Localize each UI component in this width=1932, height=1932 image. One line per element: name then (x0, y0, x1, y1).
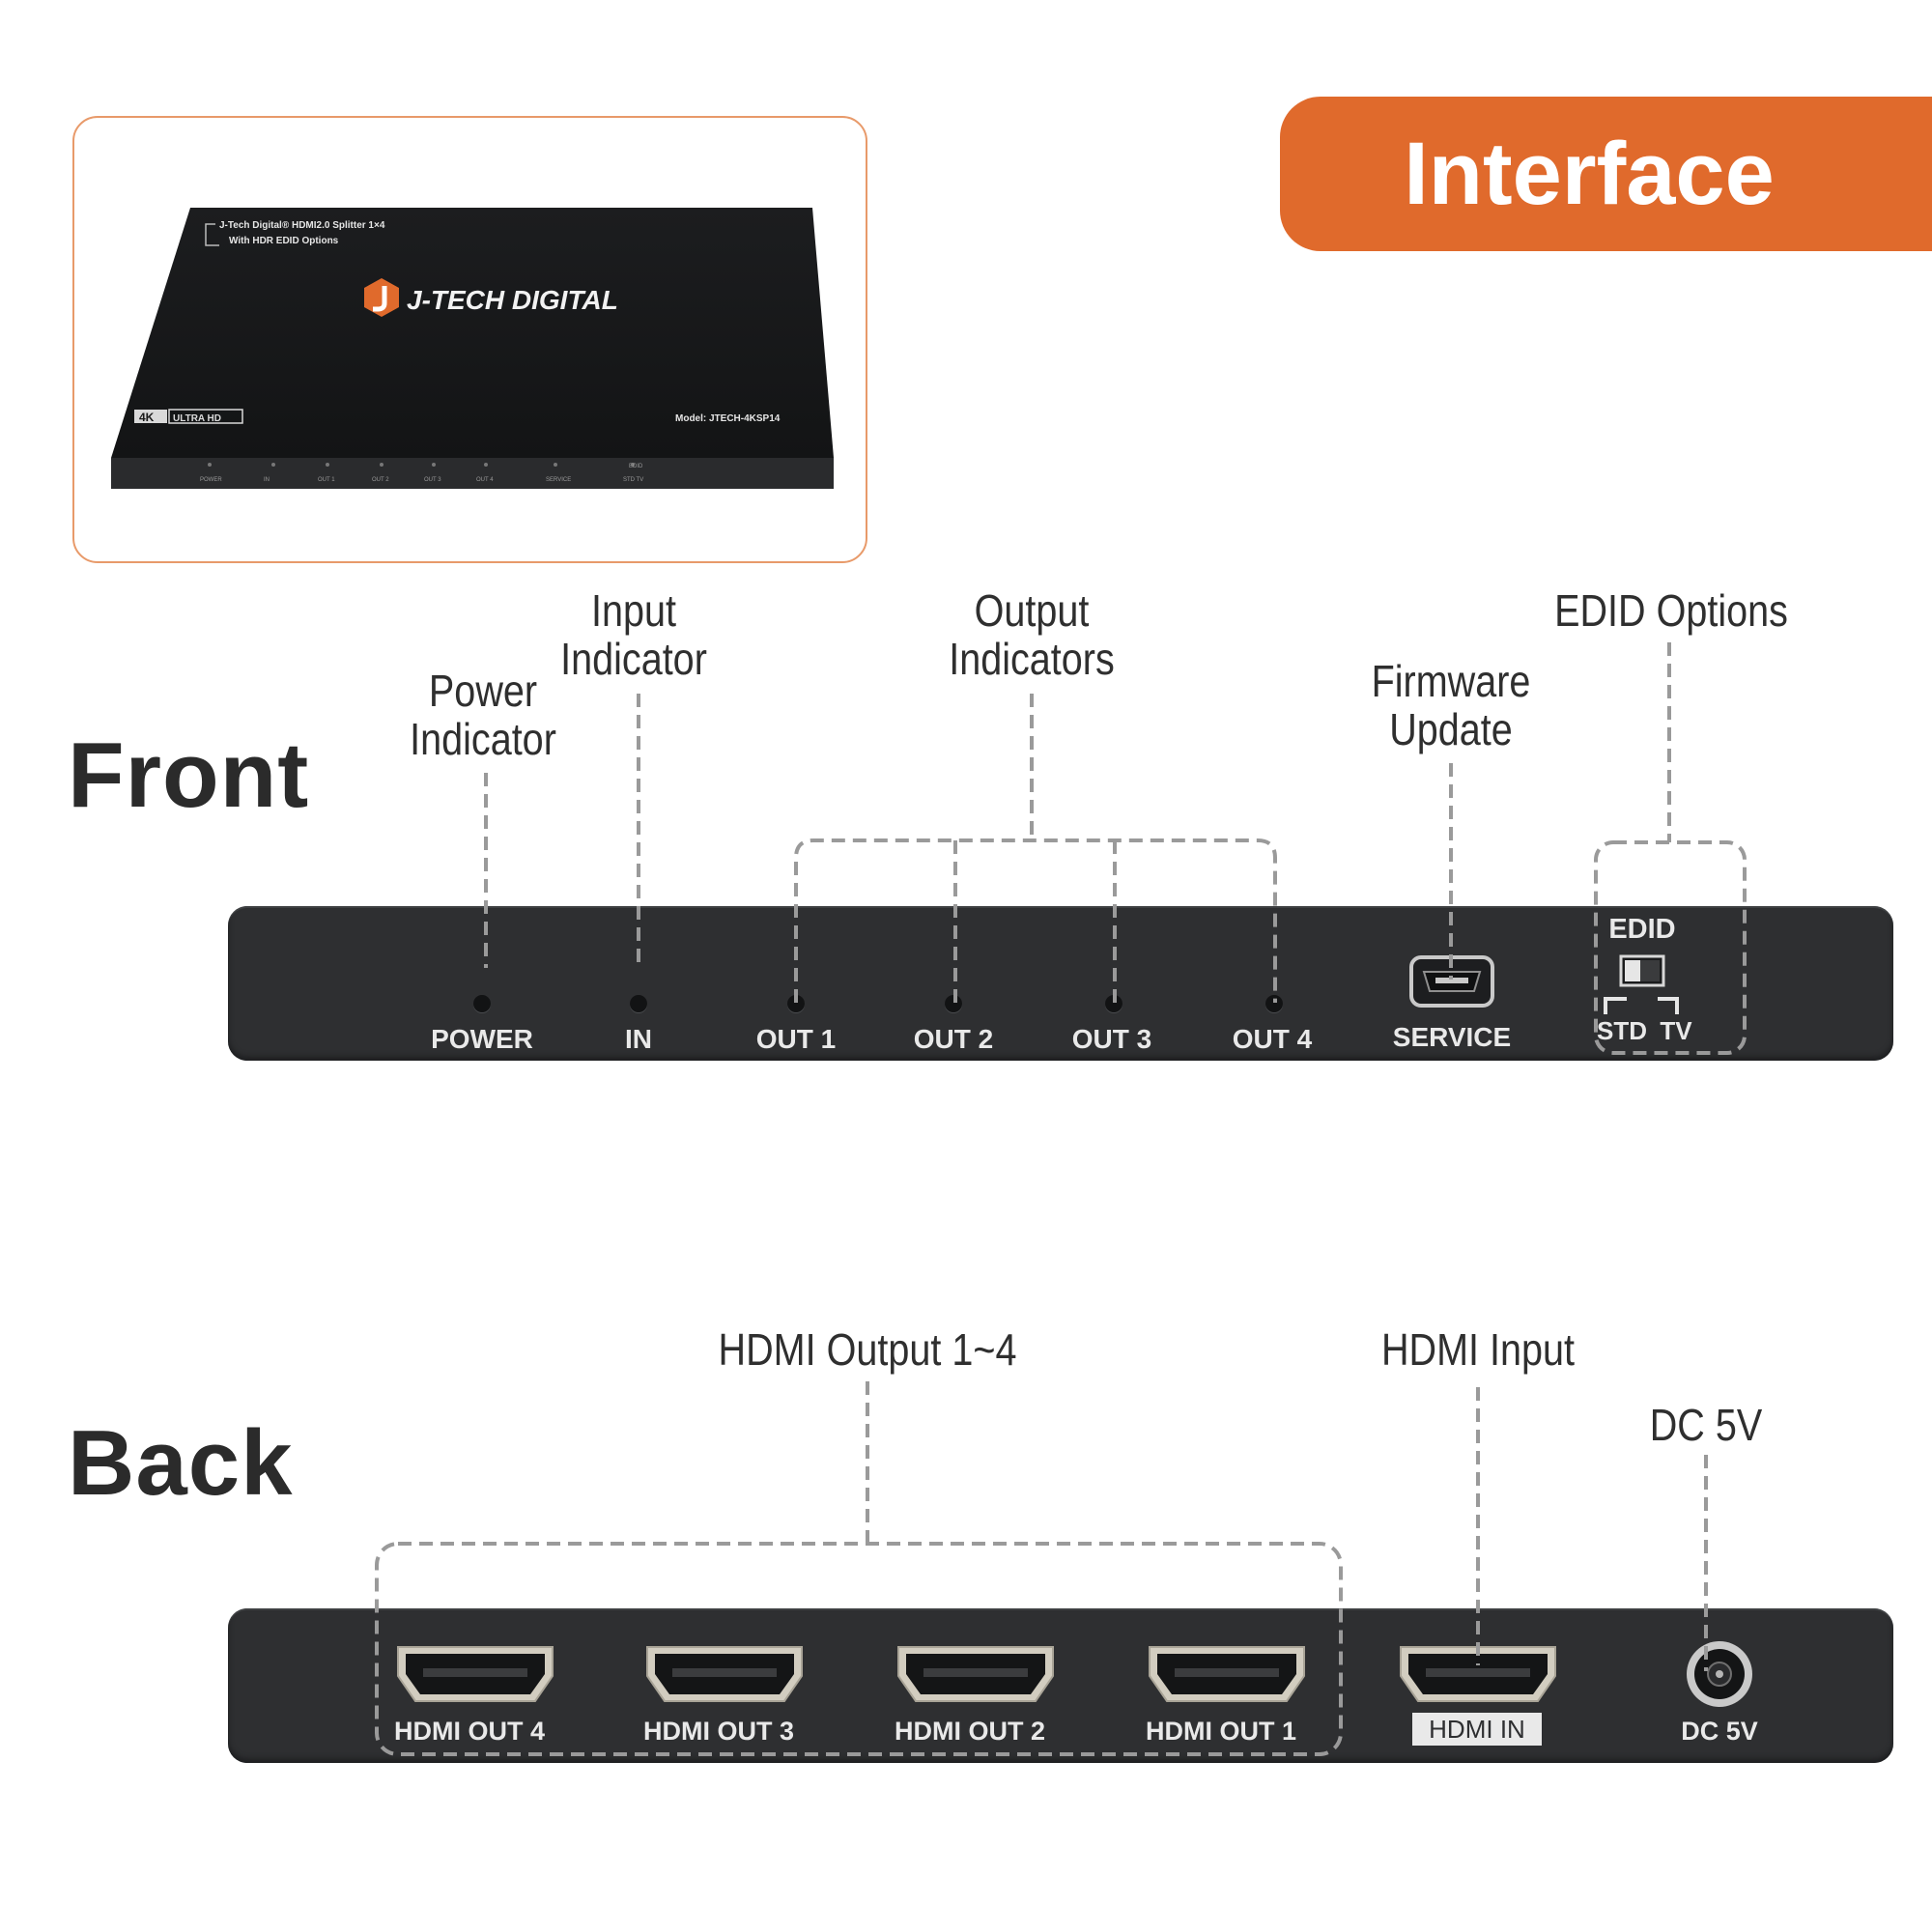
badge-4k-box (134, 410, 167, 423)
back-panel: HDMI OUT 4 HDMI OUT 3 HDMI OUT 2 HDMI OU… (228, 1608, 1893, 1763)
mini-led (554, 463, 557, 467)
label-tv: TV (1660, 1016, 1692, 1045)
out1-led (787, 995, 805, 1012)
back-section-title: Back (68, 1411, 294, 1515)
bracket-decoration (205, 223, 219, 246)
mini-led (380, 463, 384, 467)
device-front-face (111, 458, 834, 489)
front-section-title: Front (68, 724, 310, 827)
callout-power-indicator: Power Indicator (400, 667, 566, 763)
out3-led (1105, 995, 1122, 1012)
badge-4k: 4K (139, 411, 155, 424)
mini-led (432, 463, 436, 467)
badge-uhd: ULTRA HD (173, 413, 221, 424)
label-edid: EDID (1608, 914, 1676, 945)
label-service: SERVICE (1392, 1022, 1512, 1052)
callout-dc-text: DC 5V (1649, 1400, 1763, 1450)
device-front-labels: POWER IN OUT 1 OUT 2 OUT 3 OUT 4 SERVICE STD TV… (200, 463, 643, 483)
device-model: Model: JTECH-4KSP14 (675, 413, 781, 424)
label-hdmi-out1: HDMI OUT 1 (1145, 1717, 1296, 1746)
label-out1: OUT 1 (755, 1024, 837, 1054)
label-hdmi-out4: HDMI OUT 4 (393, 1717, 545, 1746)
callout-output-line1: Output (974, 585, 1090, 636)
callout-input-line2: Indicator (560, 634, 707, 684)
label-hdmi-out3: HDMI OUT 3 (642, 1717, 794, 1746)
device-top-face (111, 208, 834, 458)
header-badge: Interface (1280, 97, 1932, 251)
label-out2: OUT 2 (913, 1024, 994, 1054)
front-panel: POWER IN OUT 1 OUT 2 OUT 3 OUT 4 SERVICE… (228, 906, 1893, 1061)
mini-front-label: STD TV (623, 477, 643, 483)
label-std: STD (1597, 1016, 1647, 1045)
hdmi-out1-port-icon[interactable] (1146, 1643, 1308, 1707)
hdmi-out4-port-icon[interactable] (394, 1643, 556, 1707)
mini-led (484, 463, 488, 467)
label-hdmi-in: HDMI IN (1412, 1713, 1542, 1746)
callout-input-indicator: Input Indicator (551, 586, 717, 683)
mini-edid-label: EDID (629, 464, 643, 469)
mini-led (631, 463, 635, 467)
mini-front-label: OUT 1 (318, 477, 335, 483)
label-out3: OUT 3 (1071, 1024, 1152, 1054)
label-hdmi-out2: HDMI OUT 2 (894, 1717, 1045, 1746)
edid-switch-icon[interactable] (1598, 952, 1685, 1020)
callout-edid-line1: EDID Options (1554, 585, 1788, 636)
power-led (473, 995, 491, 1012)
label-dc-5v: DC 5V (1681, 1717, 1758, 1746)
badge-uhd-box (168, 409, 243, 424)
callout-output-line2: Indicators (949, 634, 1115, 684)
brand-logo-icon (364, 278, 399, 317)
callout-firmware-line1: Firmware (1371, 656, 1531, 706)
mini-front-label: OUT 2 (372, 477, 389, 483)
dc-power-jack-icon (1687, 1641, 1752, 1707)
callout-output-indicators: Output Indicators (940, 586, 1122, 683)
device-brand-line: J-Tech Digital® HDMI2.0 Splitter 1×4 (219, 220, 385, 231)
callout-hdmi-input-text: HDMI Input (1380, 1324, 1576, 1375)
label-out4: OUT 4 (1232, 1024, 1313, 1054)
out2-led (945, 995, 962, 1012)
out4-led (1265, 995, 1283, 1012)
product-device-image: J-Tech Digital® HDMI2.0 Splitter 1×4 Wit… (111, 208, 834, 489)
label-in: IN (625, 1024, 652, 1054)
hdmi-out2-port-icon[interactable] (895, 1643, 1057, 1707)
mini-led (271, 463, 275, 467)
callout-hdmi-outputs-text: HDMI Output 1~4 (718, 1324, 1017, 1375)
mini-front-label: POWER (200, 477, 222, 483)
callout-power-line2: Indicator (410, 714, 556, 764)
mini-led (208, 463, 212, 467)
callout-input-line1: Input (591, 585, 676, 636)
mini-front-label: OUT 3 (424, 477, 441, 483)
mini-front-label: IN (264, 477, 270, 483)
callout-hdmi-outputs: HDMI Output 1~4 (701, 1325, 1034, 1374)
mini-led (326, 463, 329, 467)
callout-firmware-line2: Update (1389, 704, 1513, 754)
callout-hdmi-input: HDMI Input (1345, 1325, 1610, 1374)
header-title: Interface (1404, 125, 1775, 223)
usb-service-port-icon (1409, 955, 1494, 1008)
mini-front-label: OUT 4 (476, 477, 494, 483)
callout-power-line1: Power (428, 666, 538, 716)
label-power: POWER (431, 1024, 533, 1054)
mini-front-label: SERVICE (546, 477, 571, 483)
callout-edid-options: EDID Options (1538, 586, 1804, 635)
callout-firmware-update: Firmware Update (1359, 657, 1542, 753)
device-logo-text: J-TECH DIGITAL (407, 285, 618, 315)
callout-dc-5v: DC 5V (1606, 1401, 1805, 1449)
hdmi-in-port-icon[interactable] (1397, 1643, 1559, 1707)
device-subtitle-line: With HDR EDID Options (229, 236, 339, 246)
input-led (630, 995, 647, 1012)
product-photo-card: J-Tech Digital® HDMI2.0 Splitter 1×4 Wit… (72, 116, 867, 563)
hdmi-out3-port-icon[interactable] (643, 1643, 806, 1707)
